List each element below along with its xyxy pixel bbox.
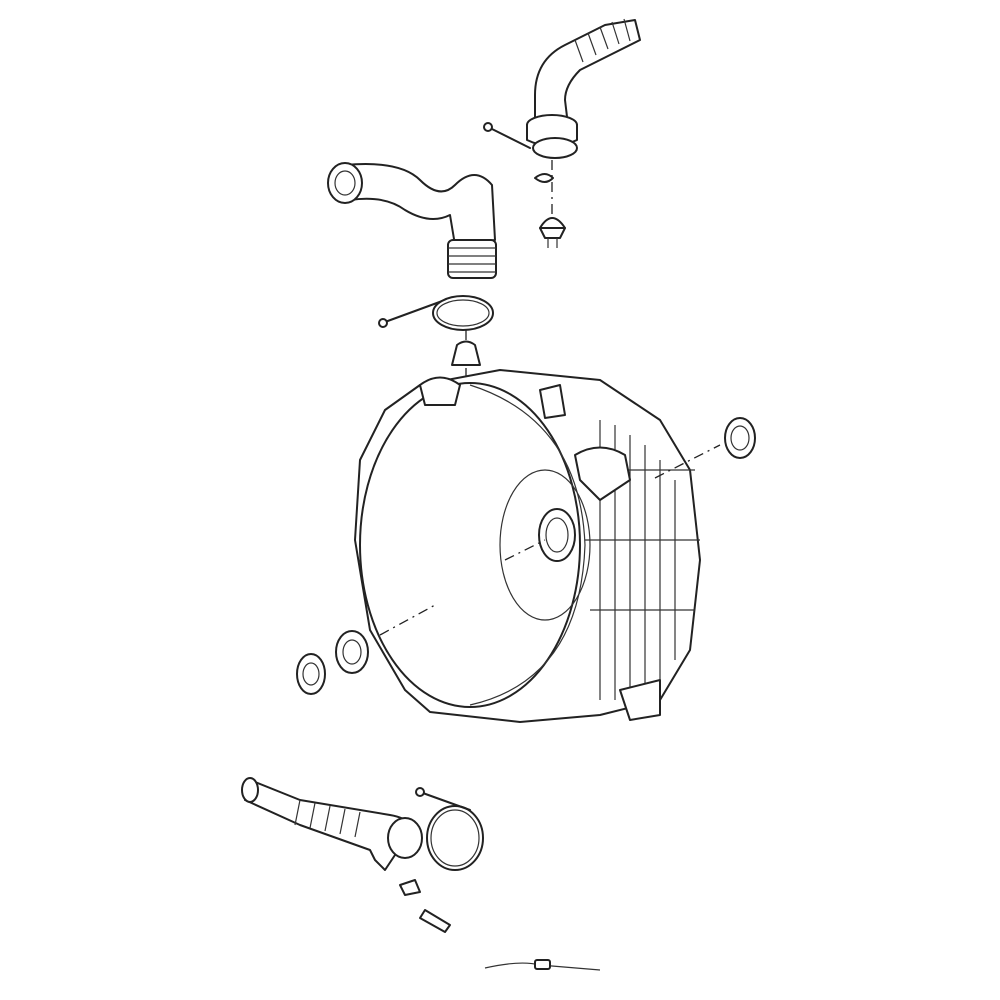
outer-tub — [354, 369, 701, 723]
hose-clamp-bottom — [415, 787, 484, 871]
upper-left-s-hose — [327, 162, 497, 279]
upper-right-hose — [526, 18, 641, 147]
clip-small — [534, 173, 554, 183]
pressure-sensor-cap — [539, 217, 566, 248]
hose-connector — [451, 340, 481, 366]
assembly-line — [379, 539, 546, 636]
bearing-left-inner — [335, 630, 369, 674]
assembly-line — [654, 444, 721, 479]
clamp-ring-upper — [532, 137, 578, 159]
drain-hose — [241, 777, 423, 871]
wire-harness — [484, 959, 601, 971]
clamp-ring-left — [432, 295, 494, 331]
bearing-right — [724, 417, 756, 459]
screw-left — [378, 299, 446, 328]
small-fittings — [399, 879, 451, 933]
seal-left-outer — [296, 653, 326, 695]
screw-upper — [483, 122, 531, 149]
